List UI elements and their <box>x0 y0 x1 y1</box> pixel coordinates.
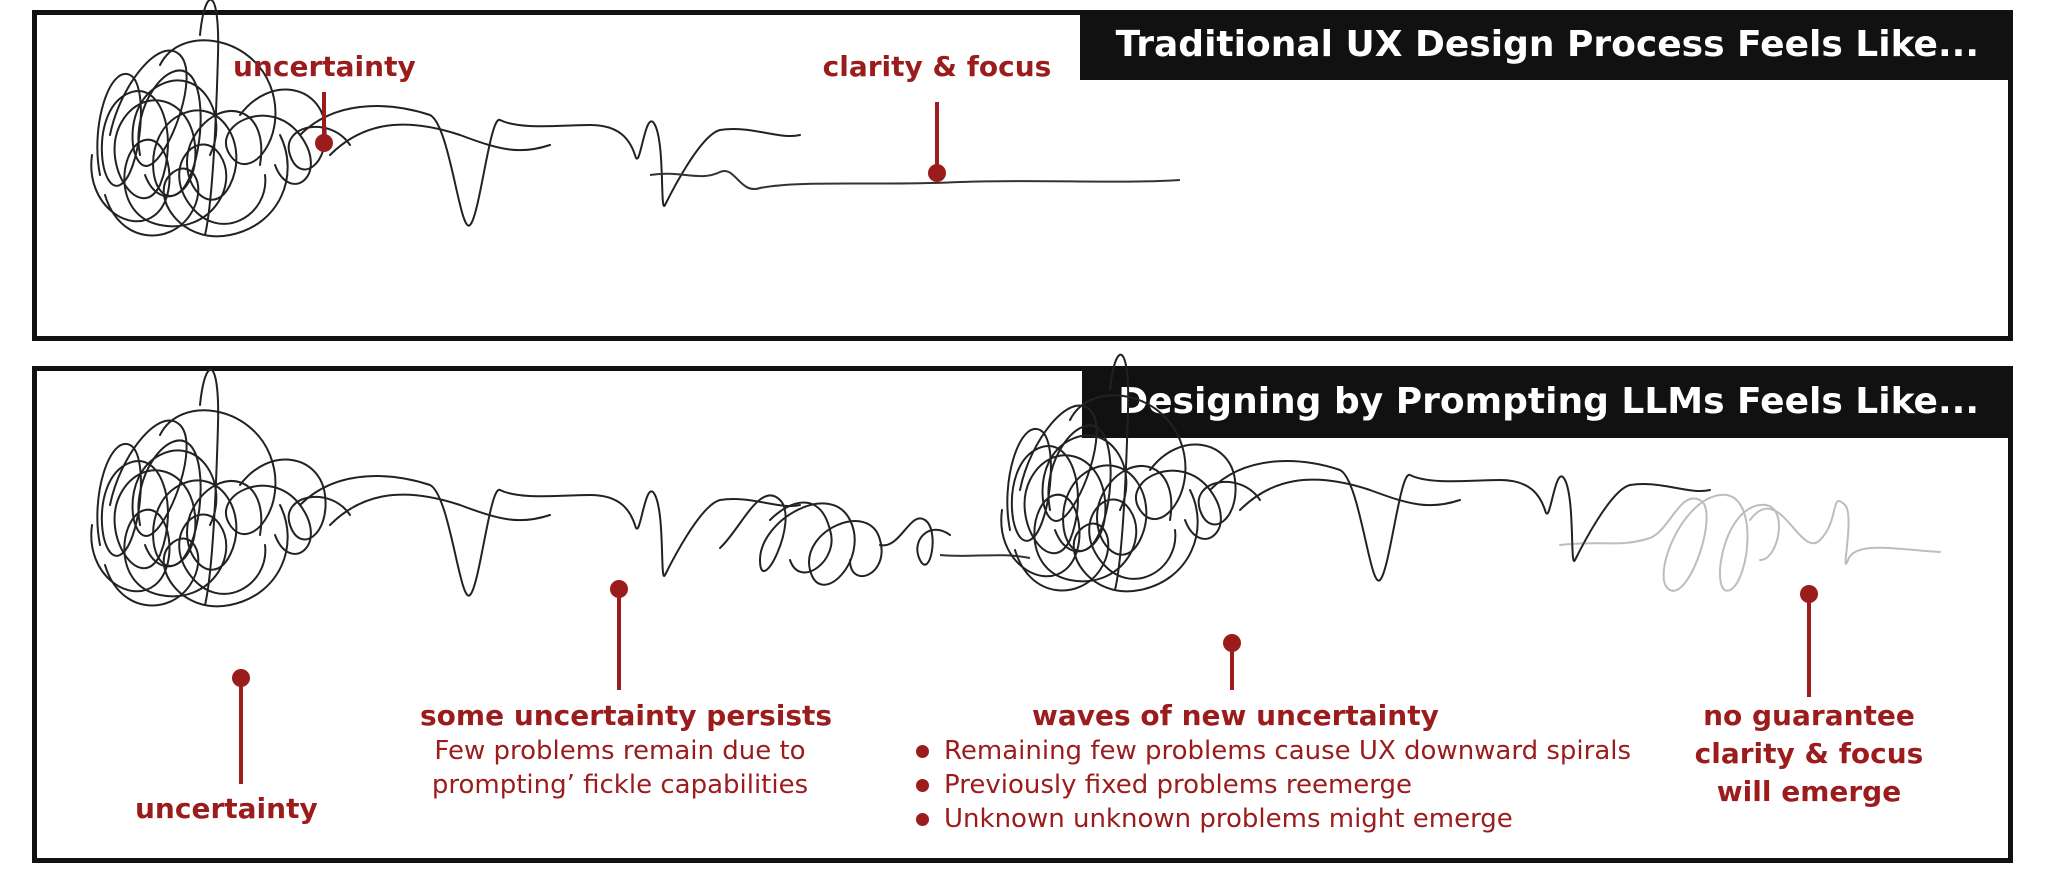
faded-scribble <box>1559 493 1941 592</box>
bullet-text: Previously fixed problems reemerge <box>944 770 1413 800</box>
waves-heading: waves of new uncertainty <box>1032 699 1439 732</box>
bullet-text: Remaining few problems cause UX downward… <box>944 736 1632 766</box>
bullet-dot-icon <box>916 779 929 792</box>
llm-prompting-panel: Designing by Prompting LLMs Feels Like..… <box>32 366 2013 863</box>
panel-title: Designing by Prompting LLMs Feels Like..… <box>1082 366 2013 438</box>
bottom-connector-line <box>939 554 1031 559</box>
bullet-item: Previously fixed problems reemerge <box>912 768 1631 802</box>
bullet-item: Remaining few problems cause UX downward… <box>912 734 1631 768</box>
bullet-item: Unknown unknown problems might emerge <box>912 802 1631 836</box>
persists-heading: some uncertainty persists <box>420 699 833 732</box>
waves-bullet-list: Remaining few problems cause UX downward… <box>912 734 1631 836</box>
bullet-dot-icon <box>916 813 929 826</box>
bottom-mid-loops <box>719 494 951 586</box>
panel-title: Traditional UX Design Process Feels Like… <box>1079 10 2013 80</box>
waves-marker <box>1223 634 1241 690</box>
top-clarity-line <box>649 169 1181 191</box>
bottom-uncertainty-label: uncertainty <box>135 792 318 825</box>
persists-marker <box>610 580 628 690</box>
top-clarity-label: clarity & focus <box>822 50 1052 83</box>
bottom-uncertainty-scribble <box>90 368 801 608</box>
persists-sub-line-1: Few problems remain due to <box>434 736 806 766</box>
waves-scribble <box>1000 353 1711 593</box>
bullet-text: Unknown unknown problems might emerge <box>944 804 1513 834</box>
top-uncertainty-marker <box>315 92 333 152</box>
no-guarantee-marker <box>1800 585 1818 697</box>
traditional-process-panel: Traditional UX Design Process Feels Like… <box>32 10 2013 341</box>
bullet-dot-icon <box>916 745 929 758</box>
no-guarantee-line-2: clarity & focus <box>1694 737 1924 770</box>
no-guarantee-line-1: no guarantee <box>1703 699 1915 732</box>
persists-sub-line-2: prompting’ fickle capabilities <box>431 770 809 800</box>
top-uncertainty-label: uncertainty <box>233 50 416 83</box>
top-uncertainty-scribble <box>90 0 801 238</box>
no-guarantee-line-3: will emerge <box>1716 775 1902 808</box>
bottom-uncertainty-marker <box>232 669 250 784</box>
top-clarity-marker <box>928 102 946 182</box>
